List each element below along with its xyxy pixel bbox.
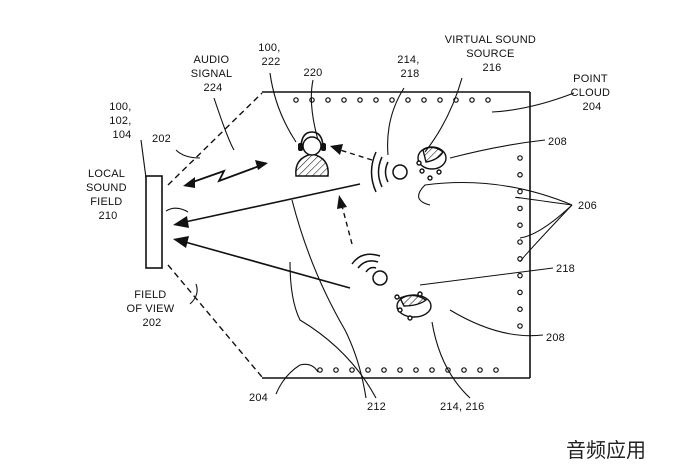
point-cloud-dot [429, 367, 435, 373]
point-cloud-dot [405, 97, 411, 103]
point-cloud-dot [517, 222, 523, 229]
label-100-222: 100, 222 [258, 42, 283, 68]
label-field-of-view: FIELD OF VIEW 202 [126, 289, 177, 329]
point-cloud-dot [517, 188, 523, 195]
real-source-top [416, 146, 447, 181]
point-cloud-dot [517, 205, 523, 212]
point-cloud-dot [397, 367, 403, 373]
point-cloud-dot [349, 367, 355, 373]
point-cloud-dot [477, 367, 483, 373]
point-cloud-dot [333, 367, 339, 373]
point-cloud-dots [293, 97, 523, 373]
point-cloud-dot [413, 367, 419, 373]
point-cloud-dot [469, 97, 475, 103]
label-214-216: 214, 216 [440, 401, 484, 413]
watermark-text: 音频应用 [566, 438, 646, 462]
real-source-bottom [394, 291, 432, 321]
virtual-sound-source-bottom [351, 253, 388, 286]
point-cloud-dot [517, 306, 523, 313]
point-cloud-dot [341, 97, 347, 103]
audio-signal-arrow [183, 160, 268, 188]
point-cloud-dot [421, 97, 427, 103]
label-206: 206 [578, 200, 597, 212]
point-cloud-dot [389, 97, 395, 103]
label-virtual-sound-source: VIRTUAL SOUND SOURCE 216 [445, 34, 540, 74]
point-cloud-dot [437, 97, 443, 103]
point-cloud-dot [517, 172, 523, 178]
point-cloud-dot [365, 367, 371, 373]
dashed-arrow-heads [330, 144, 347, 209]
label-220: 220 [304, 67, 323, 79]
label-212: 212 [367, 401, 386, 413]
label-208-top: 208 [548, 136, 567, 148]
point-cloud-dot [517, 272, 523, 279]
virtual-sound-source-top [370, 151, 408, 193]
label-100-102-104: 100, 102, 104 [109, 101, 134, 141]
point-cloud-dot [293, 97, 299, 103]
label-218: 218 [556, 263, 575, 275]
point-cloud-dot [485, 97, 491, 103]
dashed-arrows [339, 149, 373, 245]
point-cloud-dot [381, 367, 387, 373]
sound-arrows [173, 183, 361, 289]
point-cloud-dot [517, 289, 523, 296]
label-202-top: 202 [152, 133, 171, 145]
label-214-218-top: 214, 218 [397, 54, 422, 80]
label-audio-signal: AUDIO SIGNAL 224 [191, 54, 235, 94]
user-figure [295, 131, 329, 177]
point-cloud-dot [493, 367, 499, 373]
field-of-view-lines [167, 92, 263, 378]
label-208-bottom: 208 [546, 332, 565, 344]
point-cloud-dot [517, 155, 523, 161]
point-cloud-dot [373, 97, 379, 103]
point-cloud-dot [357, 97, 363, 103]
labels: 100, 102, 104 202 AUDIO SIGNAL 224 100, … [86, 34, 614, 413]
point-cloud-dot [309, 97, 315, 103]
point-cloud-dot [517, 323, 523, 329]
label-local-sound-field: LOCAL SOUND FIELD 210 [86, 168, 130, 222]
point-cloud-dot [317, 367, 323, 373]
label-point-cloud: POINT CLOUD 204 [571, 73, 614, 113]
point-cloud-dot [325, 97, 331, 103]
point-cloud-dot [517, 239, 523, 245]
local-sound-field-device [145, 175, 163, 269]
label-204-bottom: 204 [249, 392, 268, 404]
leader-lines [140, 72, 575, 399]
point-cloud-dot [461, 367, 467, 373]
